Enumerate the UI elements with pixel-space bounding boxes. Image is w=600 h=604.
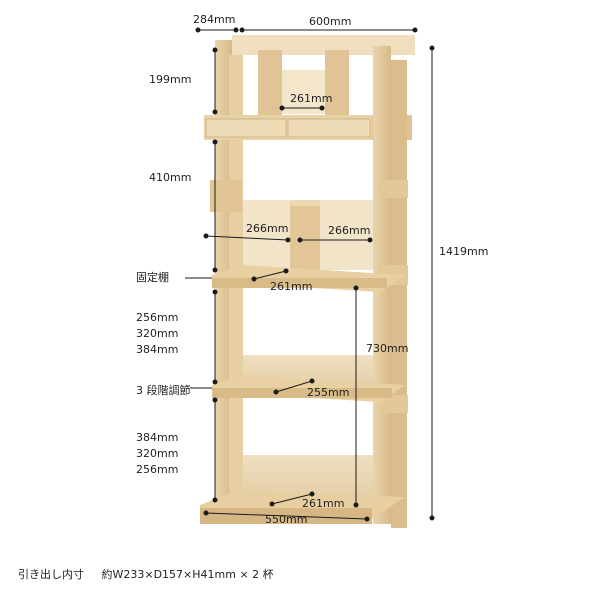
caption-value: 約W233×D157×H41mm × 2 杯 [101, 568, 274, 581]
adjustable-shelf-width-label: 255mm [307, 386, 350, 399]
height-option: 256mm [136, 311, 179, 324]
dimension-lines [185, 27, 435, 522]
middle-right-width-label: 266mm [328, 224, 371, 237]
fixed-shelf-label: 固定棚 [136, 271, 169, 284]
top-divider-left [258, 50, 282, 116]
drawer-inner-dimensions-caption: 引き出し内寸 約W233×D157×H41mm × 2 杯 [18, 566, 274, 582]
bottom-depth-label: 261mm [302, 497, 345, 510]
lower-section-height-label: 730mm [366, 342, 409, 355]
right-side-rail-low [380, 395, 408, 413]
top-depth-label: 284mm [193, 13, 236, 26]
total-height-label: 1419mm [439, 245, 489, 258]
height-option: 320mm [136, 327, 179, 340]
height-option: 320mm [136, 447, 179, 460]
top-section-height-label: 199mm [149, 73, 192, 86]
middle-divider [290, 200, 320, 270]
drawer-left [205, 118, 287, 138]
lower-upper-heights: 256mm 320mm 384mm [136, 310, 178, 358]
fixed-shelf-width-label: 261mm [270, 280, 313, 293]
drawer-right [287, 118, 371, 138]
right-side-rail-top [380, 180, 408, 198]
top-divider-right [325, 50, 349, 116]
adjustable-shelf-edge [212, 388, 392, 398]
height-option: 256mm [136, 463, 179, 476]
height-option: 384mm [136, 343, 179, 356]
lower-lower-heights: 384mm 320mm 256mm [136, 430, 178, 478]
caption-label: 引き出し内寸 [18, 568, 84, 581]
adjustable-label: 3 段階調節 [136, 384, 191, 397]
middle-left-width-label: 266mm [246, 222, 289, 235]
width-label: 600mm [309, 15, 352, 28]
bottom-width-label: 550mm [265, 513, 308, 526]
middle-divider-face [290, 200, 320, 206]
height-option: 384mm [136, 431, 179, 444]
top-cubby-back [282, 70, 325, 114]
fixed-shelf-edge [212, 278, 387, 288]
right-front-post [391, 60, 407, 528]
upper-section-height-label: 410mm [149, 171, 192, 184]
top-inner-width-label: 261mm [290, 92, 333, 105]
